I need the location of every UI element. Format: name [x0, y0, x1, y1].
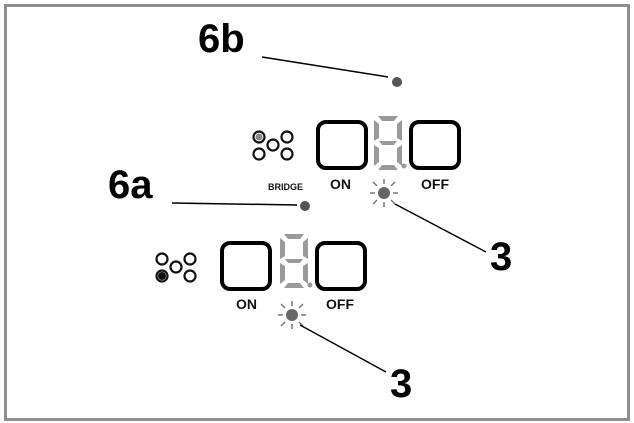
status-led-upper: [369, 178, 399, 208]
on-label-lower: ON: [236, 296, 257, 312]
decimal-dot-lower: [307, 282, 313, 288]
callout-6a: 6a: [108, 163, 153, 207]
bridge-label: BRIDGE: [268, 182, 303, 192]
leader-line-6a: [171, 202, 298, 206]
leader-line-3-lower: [299, 324, 387, 373]
callout-6b: 6b: [198, 17, 245, 61]
zone-icon-lower: [155, 252, 197, 283]
indicator-dot-6a: [300, 201, 310, 211]
indicator-dot-6b: [392, 77, 402, 87]
off-button-upper[interactable]: [409, 120, 461, 170]
on-label-upper: ON: [330, 176, 351, 192]
off-label-upper: OFF: [421, 176, 449, 192]
leader-line-3-upper: [394, 203, 487, 253]
on-button-lower[interactable]: [220, 241, 272, 291]
on-button-upper[interactable]: [316, 120, 368, 170]
diagram-frame: [4, 4, 630, 421]
callout-3-upper: 3: [490, 235, 512, 279]
digit-display-upper: [374, 116, 402, 170]
off-label-lower: OFF: [326, 296, 354, 312]
callout-3-lower: 3: [390, 362, 412, 406]
status-led-lower: [277, 300, 307, 330]
zone-icon-upper: [252, 130, 294, 161]
digit-display-lower: [280, 234, 308, 288]
decimal-dot-upper: [401, 163, 407, 169]
off-button-lower[interactable]: [315, 241, 367, 291]
leader-line-6b: [261, 56, 389, 78]
